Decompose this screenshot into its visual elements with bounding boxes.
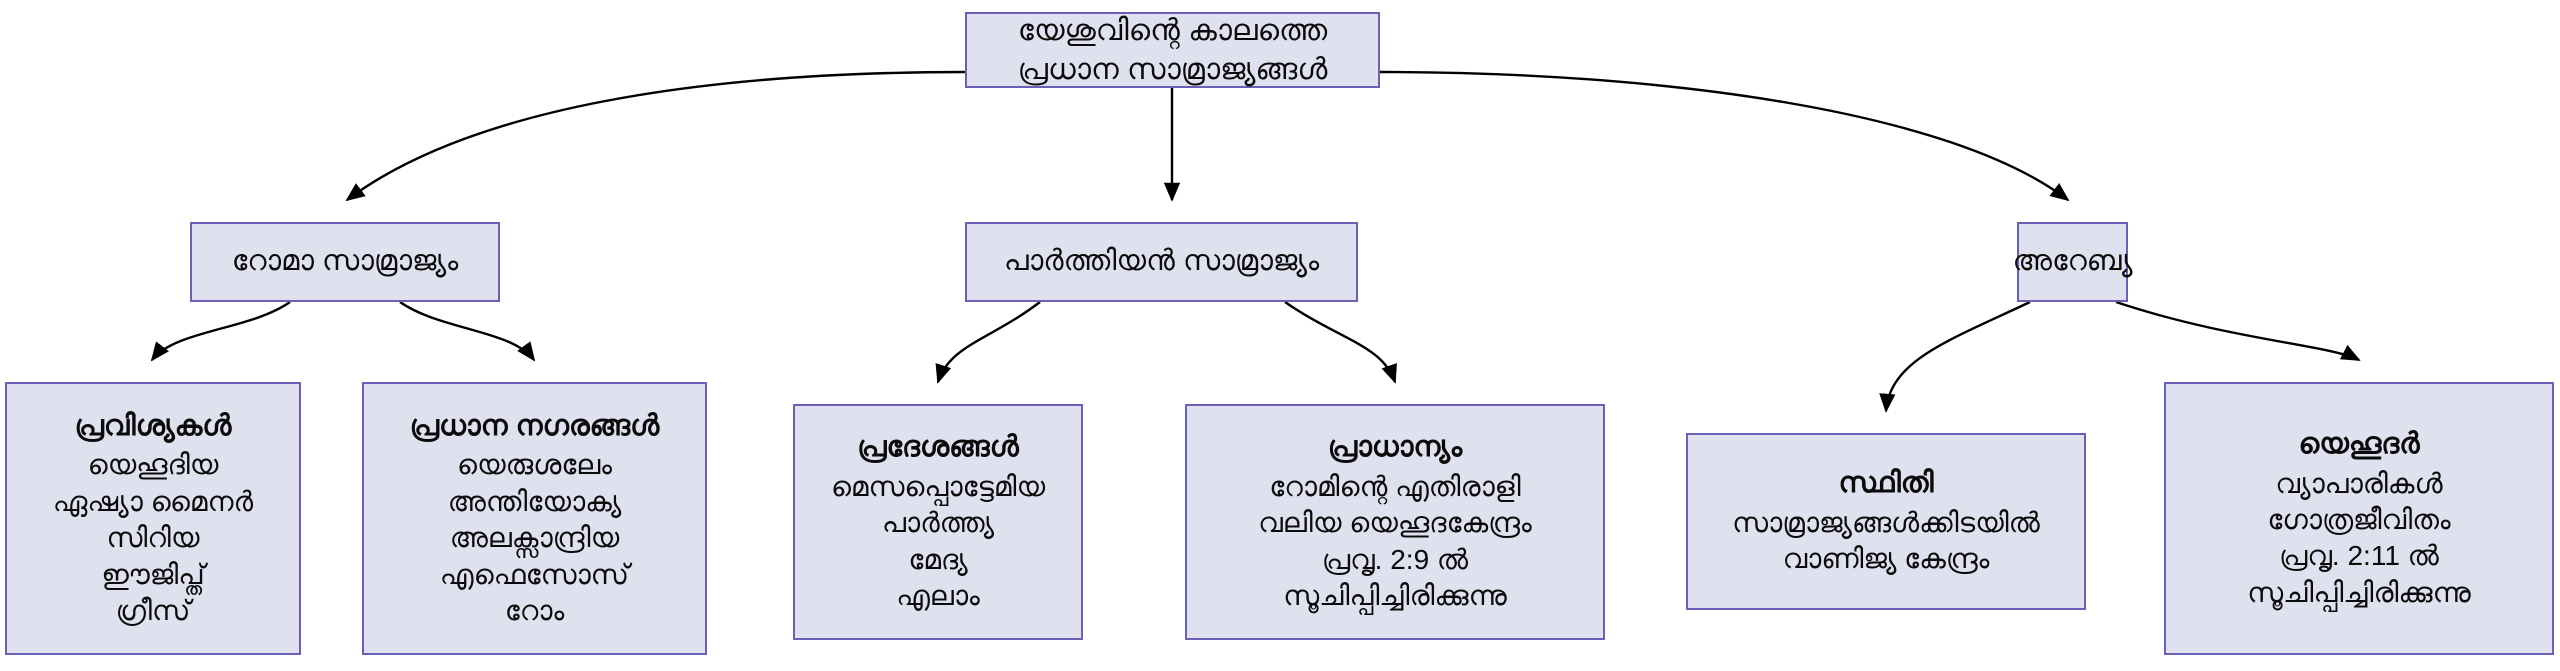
root-line-1: യേശുവിന്റെ കാലത്തെ: [1017, 14, 1328, 47]
detail-jews-title: യെഹൂദർ: [2298, 427, 2420, 460]
empire-arabia-label: അറേബ്യ: [2012, 245, 2133, 278]
edge-parthia-significance: [1284, 301, 1397, 384]
detail-regions-item-3: എലാം: [896, 580, 980, 612]
node-detail-significance[interactable]: പ്രാധാന്യം റോമിന്റെ എതിരാളി വലിയ യെഹൂദകേ…: [1185, 404, 1605, 640]
detail-regions-title: പ്രദേശങ്ങൾ: [857, 431, 1019, 464]
detail-regions-item-0: മെസപ്പൊട്ടേമിയ: [830, 471, 1046, 503]
detail-jews-item-0: വ്യാപാരികൾ: [2275, 467, 2443, 499]
detail-provinces-item-0: യെഹൂദിയ: [87, 449, 219, 481]
detail-cities-item-1: അന്തിയോക്യ: [447, 485, 622, 517]
detail-jews-item-3: സൂചിപ്പിച്ചിരിക്കുന്നു: [2247, 576, 2471, 608]
edge-arabia-status: [1879, 300, 2031, 413]
node-detail-jews[interactable]: യെഹൂദർ വ്യാപാരികൾ ഗോത്രജീവിതം പ്രവൃ. 2:1…: [2164, 382, 2554, 655]
edge-arabia-jews: [2115, 300, 2361, 362]
detail-status-item-1: വാണിജ്യ കേന്ദ്രം: [1782, 543, 1990, 575]
detail-status-title: സ്ഥിതി: [1838, 467, 1934, 500]
detail-provinces-item-3: ഈജിപ്ത്: [101, 558, 205, 590]
edge-root-arabia: [1379, 70, 2070, 202]
node-root-empires[interactable]: യേശുവിന്റെ കാലത്തെ പ്രധാന സാമ്രാജ്യങ്ങൾ: [965, 12, 1380, 88]
empire-rome-label: റോമാ സാമ്രാജ്യം: [231, 245, 459, 278]
node-empire-parthia[interactable]: പാർത്തിയൻ സാമ്രാജ്യം: [965, 222, 1358, 302]
node-empire-rome[interactable]: റോമാ സാമ്രാജ്യം: [190, 222, 500, 302]
detail-status-item-0: സാമ്രാജ്യങ്ങൾക്കിടയിൽ: [1732, 506, 2040, 538]
node-empire-arabia[interactable]: അറേബ്യ: [2013, 222, 2132, 302]
detail-provinces-item-2: സിറിയ: [106, 522, 200, 554]
detail-significance-item-3: സൂചിപ്പിച്ചിരിക്കുന്നു: [1283, 580, 1507, 612]
detail-jews-item-1: ഗോത്രജീവിതം: [2267, 503, 2451, 535]
node-detail-provinces[interactable]: പ്രവിശ്യകൾ യെഹൂദിയ ഏഷ്യാ മൈനർ സിറിയ ഈജിപ…: [5, 382, 301, 655]
detail-cities-item-3: എഫെസോസ്: [439, 558, 630, 590]
edge-rome-provinces: [150, 301, 291, 362]
edge-parthia-regions: [935, 301, 1041, 384]
detail-regions-item-2: മേദ്യ: [908, 543, 968, 575]
edge-rome-cities: [399, 301, 536, 362]
node-detail-status[interactable]: സ്ഥിതി സാമ്രാജ്യങ്ങൾക്കിടയിൽ വാണിജ്യ കേന…: [1686, 433, 2086, 610]
empire-parthia-label: പാർത്തിയൻ സാമ്രാജ്യം: [1003, 245, 1320, 278]
detail-cities-item-4: റോം: [504, 594, 565, 626]
detail-provinces-item-1: ഏഷ്യാ മൈനർ: [52, 485, 254, 517]
node-detail-cities[interactable]: പ്രധാന നഗരങ്ങൾ യെരുശലേം അന്തിയോക്യ അലക്സ…: [362, 382, 707, 655]
detail-cities-item-2: അലക്സാന്ദ്രിയ: [449, 522, 620, 554]
node-detail-regions[interactable]: പ്രദേശങ്ങൾ മെസപ്പൊട്ടേമിയ പാർത്ത്യ മേദ്യ…: [793, 404, 1083, 640]
detail-regions-item-1: പാർത്ത്യ: [881, 507, 995, 539]
detail-cities-title: പ്രധാന നഗരങ്ങൾ: [409, 409, 660, 442]
edge-root-rome: [345, 70, 966, 202]
detail-jews-item-2: പ്രവൃ. 2:11 ൽ: [2279, 540, 2439, 572]
detail-significance-item-1: വലിയ യെഹൂദകേന്ദ്രം: [1258, 507, 1532, 539]
detail-significance-item-2: പ്രവൃ. 2:9 ൽ: [1321, 543, 1469, 575]
detail-significance-item-0: റോമിന്റെ എതിരാളി: [1269, 471, 1521, 503]
detail-provinces-item-4: ഗ്രീസ്: [115, 594, 191, 626]
detail-significance-title: പ്രാധാന്യം: [1327, 431, 1463, 464]
root-line-2: പ്രധാന സാമ്രാജ്യങ്ങൾ: [1017, 53, 1328, 86]
detail-cities-item-0: യെരുശലേം: [456, 449, 613, 481]
detail-provinces-title: പ്രവിശ്യകൾ: [74, 409, 232, 442]
